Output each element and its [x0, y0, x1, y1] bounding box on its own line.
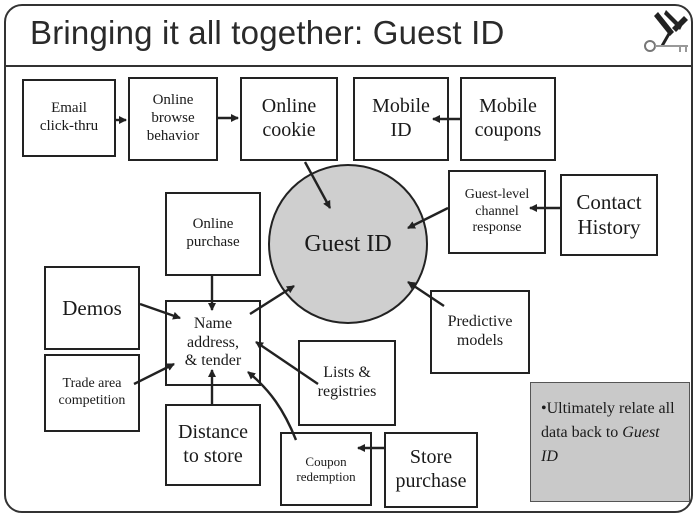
arrow-trade-to-name: [133, 362, 175, 386]
title-divider: [4, 65, 693, 67]
arrow-cookie-to-guest: [303, 161, 332, 209]
box-online-purchase: Online purchase: [165, 192, 261, 276]
arrow-name-to-guest: [249, 284, 295, 316]
arrow-lists-to-name: [255, 341, 319, 385]
box-distance-to-store: Distance to store: [165, 404, 261, 486]
arrow-demos-to-name: [139, 302, 181, 320]
box-demos: Demos: [44, 266, 140, 350]
box-email-click-thru: Email click-thru: [22, 79, 116, 157]
box-mobile-coupons: Mobile coupons: [460, 77, 556, 161]
callout-note: •Ultimately relate all data back to Gues…: [530, 382, 690, 502]
box-coupon-redemption: Coupon redemption: [280, 432, 372, 506]
box-online-cookie: Online cookie: [240, 77, 338, 161]
box-guest-level-channel-response: Guest-level channel response: [448, 170, 546, 254]
callout-note-text: •Ultimately relate all data back to: [541, 400, 675, 441]
box-online-browse-behavior: Online browse behavior: [128, 77, 218, 161]
slide-title: Bringing it all together: Guest ID: [30, 14, 505, 51]
box-predictive-models: Predictive models: [430, 290, 530, 374]
arrow-predictive-to-guest: [407, 281, 445, 307]
box-contact-history: Contact History: [560, 174, 658, 256]
guest-id-circle: Guest ID: [268, 164, 428, 324]
arrow-guest-level-to-guest: [407, 206, 449, 230]
callout-note-emphasis: Guest ID: [541, 424, 660, 465]
box-lists-registries: Lists & registries: [298, 340, 396, 426]
box-trade-area-competition: Trade area competition: [44, 354, 140, 432]
box-name-address-tender: Name address, & tender: [165, 300, 261, 386]
pushpin-key-icon: [644, 10, 688, 52]
box-store-purchase: Store purchase: [384, 432, 478, 508]
arrow-coupon-to-name: [247, 371, 298, 441]
